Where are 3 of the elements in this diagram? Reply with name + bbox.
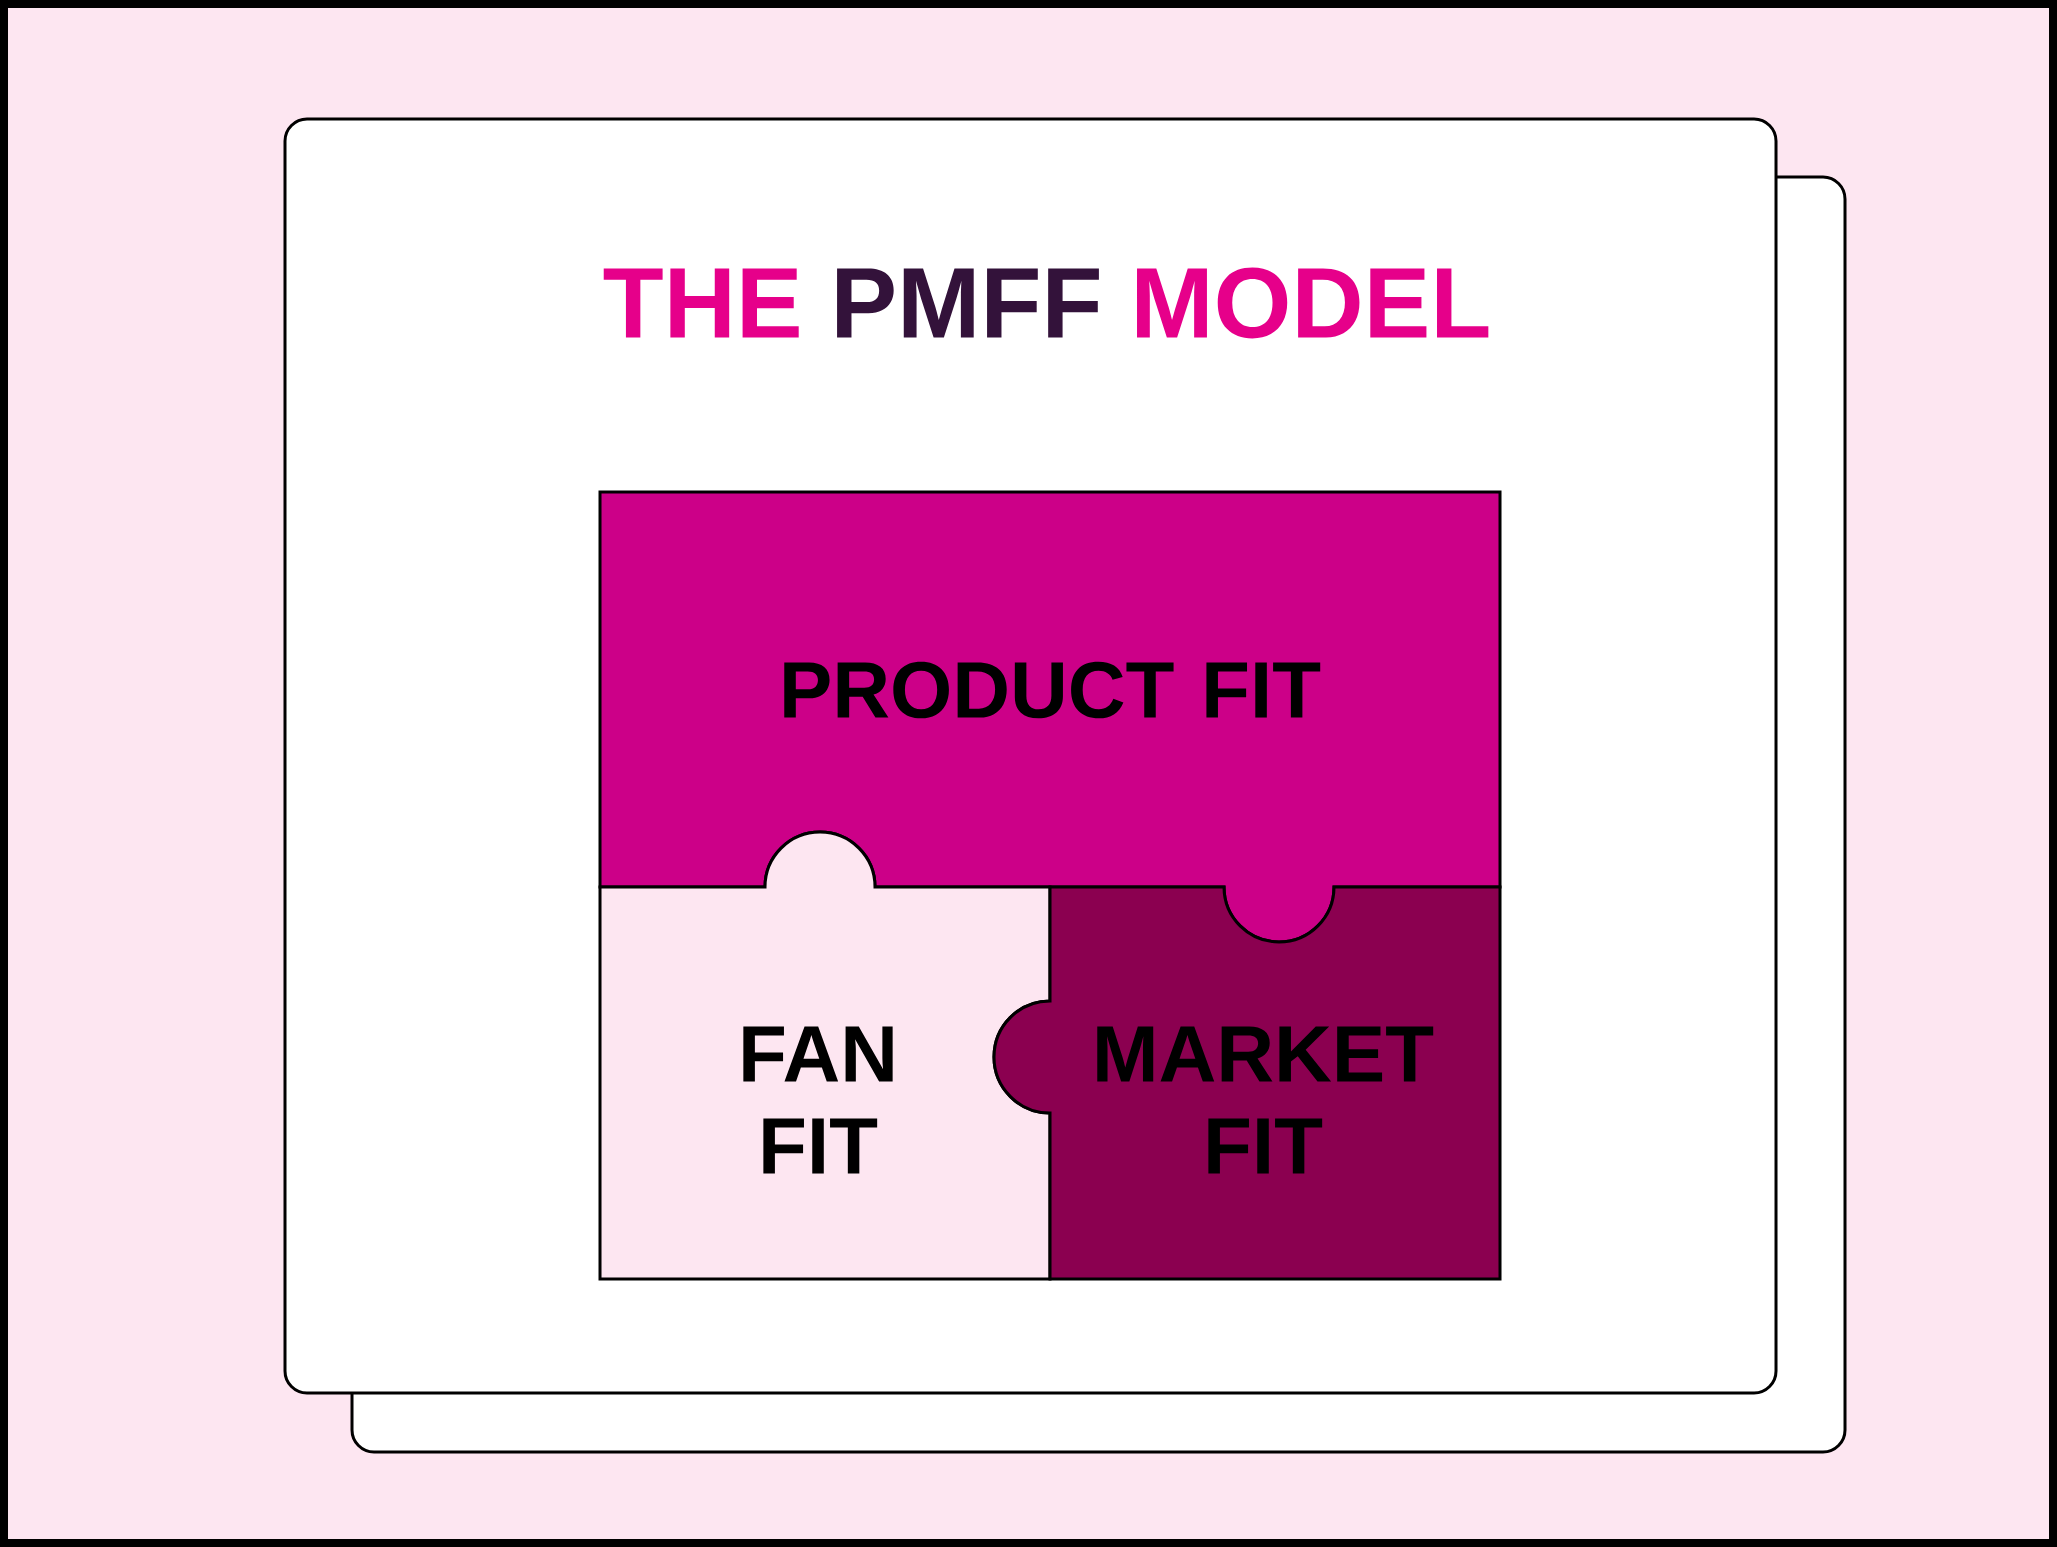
puzzle-piece: PRODUCT FIT [598,490,1502,944]
puzzle-piece: FAN FIT [598,830,1052,1281]
title: THE PMFF MODEL [603,267,1489,339]
